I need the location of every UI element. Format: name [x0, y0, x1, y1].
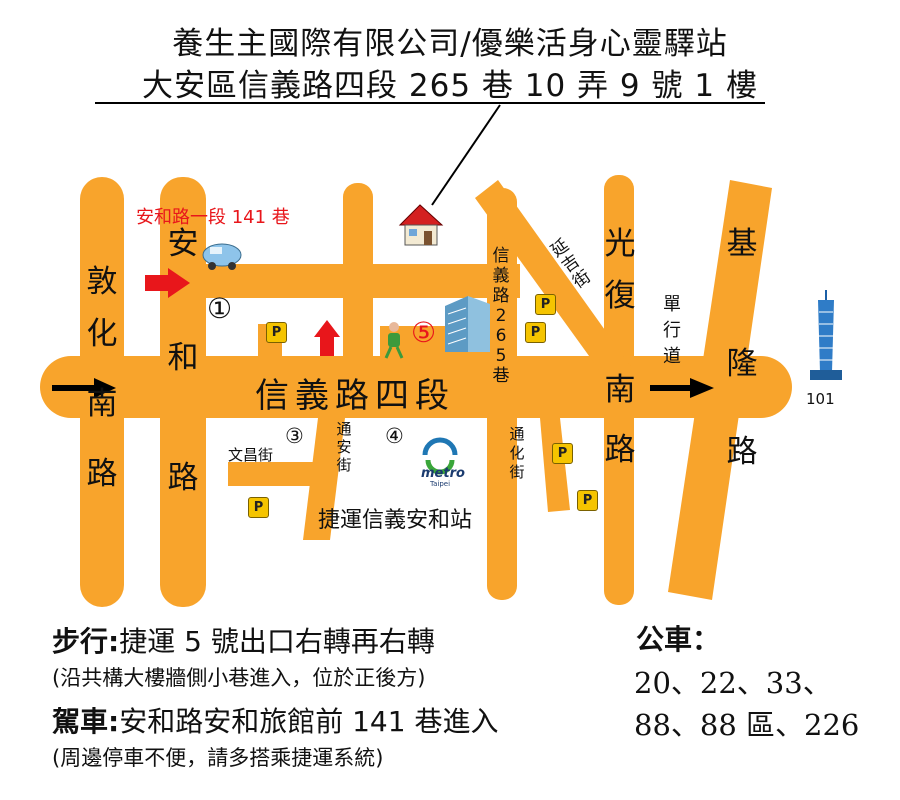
parking-icon: P: [552, 443, 573, 464]
parking-icon: P: [535, 294, 556, 315]
tongan-label: 通安街: [336, 420, 352, 474]
direction-arrows: [52, 378, 714, 398]
walk-directions: 步行:捷運 5 號出口右轉再右轉: [52, 620, 435, 660]
marker-4: ④: [385, 424, 404, 448]
tonghua-label: 通化街: [509, 425, 525, 481]
company-name: 養生主國際有限公司/優樂活身心靈驛站: [172, 26, 728, 62]
road-tongan: [303, 418, 345, 540]
walk-text: 捷運 5 號出口右轉再右轉: [119, 625, 435, 658]
arrow-right-red: [168, 268, 190, 298]
drive-text: 安和路安和旅館前 141 巷進入: [119, 705, 499, 738]
road-anhe-label: 安 和 路: [167, 226, 199, 496]
station-label: 捷運信義安和站: [318, 508, 473, 533]
bus-title: 公車：: [636, 623, 721, 656]
road-guangfu-label: 光 復 南 路: [604, 226, 636, 468]
drive-directions: 駕車:安和路安和旅館前 141 巷進入: [52, 700, 498, 740]
metro-logo-subtext: Taipei: [430, 480, 451, 488]
red-arrows: [145, 268, 340, 356]
wenchang-label: 文昌街: [228, 446, 274, 464]
road-guangfu: [604, 175, 634, 605]
road-tonghua: [540, 418, 570, 512]
bus-routes-line2: 88、88 區、226: [634, 708, 860, 742]
arrow-up-red: [314, 320, 340, 337]
metro-logo-text: metro: [421, 466, 465, 481]
road-yanji: [475, 180, 632, 385]
road-lane-vertical: [343, 183, 373, 373]
parking-icon: P: [577, 490, 598, 511]
landmark-101-label: 101: [806, 390, 835, 408]
marker-3: ③: [285, 424, 304, 448]
house-icon: [398, 204, 444, 246]
arrow-right-black-right: [690, 378, 714, 398]
arrow-right-black-left: [94, 378, 116, 398]
road-lane-265: [487, 188, 517, 600]
car-icon: [202, 243, 242, 270]
marker-1: ①: [207, 292, 233, 325]
walk-note: (沿共構大樓牆側小巷進入，位於正後方): [52, 666, 426, 690]
building-icon: [445, 296, 490, 352]
road-dunhua-label: 敦 化 南 路: [86, 264, 118, 492]
pedestrian-icon: [384, 322, 404, 359]
bus-routes-line1: 20、22、33、: [634, 666, 832, 700]
company-address: 大安區信義路四段 265 巷 10 弄 9 號 1 樓: [142, 68, 758, 104]
road-keelung: [668, 180, 772, 600]
drive-note: (周邊停車不便，請多搭乘捷運系統): [52, 746, 384, 770]
metro-logo-icon: [422, 437, 458, 475]
address-pointer-line: [431, 104, 501, 206]
parking-icon: P: [525, 322, 546, 343]
one-way-label: 單行道: [663, 294, 681, 367]
road-keelung-label: 基 隆 路: [726, 226, 758, 470]
taipei101-icon: [810, 290, 842, 380]
lane-141-label: 安和路一段 141 巷: [136, 207, 290, 228]
marker-5: ⑤: [411, 316, 437, 349]
main-road-label: 信義路四段: [255, 376, 455, 416]
parking-icon: P: [248, 497, 269, 518]
drive-label: 駕車:: [52, 705, 120, 738]
walk-label: 步行:: [52, 625, 120, 658]
parking-icon: P: [266, 322, 287, 343]
